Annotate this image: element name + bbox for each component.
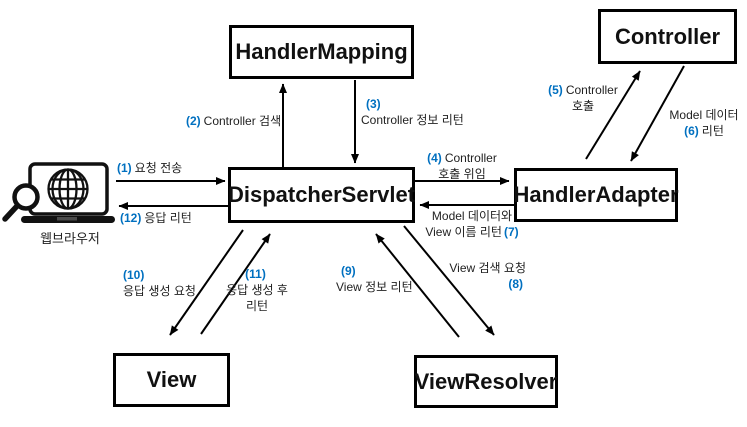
- step-4-text2: 호출 위임: [438, 167, 486, 181]
- arrow-5-controller-call: [585, 70, 641, 160]
- step-8-label: View 검색 요청 (8): [446, 260, 526, 292]
- step-4-number: (4): [427, 151, 442, 165]
- step-1-label: (1)요청 전송: [117, 160, 182, 176]
- handler-mapping-label: HandlerMapping: [235, 39, 408, 64]
- step-9-label: (9) View 정보 리턴: [336, 263, 413, 295]
- step-5-label: (5)Controller 호출: [546, 82, 620, 114]
- view-resolver-box: ViewResolver: [414, 355, 558, 408]
- step-10-number: (10): [123, 268, 145, 282]
- controller-box: Controller: [598, 9, 737, 64]
- step-6-text: Model 데이터: [669, 108, 739, 122]
- globe-icon: [47, 168, 89, 210]
- step-8-number: (8): [508, 277, 523, 291]
- step-11-text2: 리턴: [245, 299, 269, 313]
- step-8-text: View 검색 요청: [449, 261, 526, 275]
- step-4-text: Controller: [444, 151, 497, 165]
- handler-mapping-box: HandlerMapping: [229, 25, 414, 79]
- view-label: View: [146, 367, 197, 392]
- step-1-number: (1): [117, 161, 132, 175]
- step-7-text2: View 이름 리턴: [425, 225, 502, 239]
- step-10-label: (10) 응답 생성 요청: [123, 267, 196, 299]
- arrow-6-model-data-return: [630, 65, 685, 162]
- arrow-8-view-search-request: [403, 225, 495, 336]
- step-9-text: View 정보 리턴: [336, 280, 413, 294]
- magnifier-icon: [2, 183, 40, 222]
- step-11-label: (11) 응답 생성 후 리턴: [222, 266, 292, 314]
- step-2-text: Controller 검색: [203, 114, 282, 128]
- step-11-number: (11): [245, 267, 266, 281]
- browser-label: 웹브라우저: [40, 231, 100, 246]
- step-6-label: Model 데이터 (6)리턴: [664, 107, 744, 139]
- step-3-number: (3): [366, 97, 381, 111]
- step-7-text: Model 데이터와: [431, 209, 513, 223]
- browser-laptop-icon: [2, 162, 115, 223]
- step-12-text: 응답 리턴: [144, 211, 192, 225]
- step-5-number: (5): [548, 83, 563, 97]
- arrow-9-view-info-return: [375, 233, 460, 338]
- step-1-text: 요청 전송: [134, 161, 183, 175]
- step-12-label: (12)응답 리턴: [120, 210, 192, 226]
- view-box: View: [113, 353, 230, 407]
- controller-label: Controller: [614, 23, 721, 49]
- step-6-text2: 리턴: [701, 124, 724, 138]
- step-5-text2: 호출: [571, 99, 595, 113]
- step-12-number: (12): [120, 211, 142, 225]
- arrow-10-render-request: [169, 229, 244, 336]
- step-6-number: (6): [684, 124, 699, 138]
- step-3-text: Controller 정보 리턴: [361, 113, 464, 127]
- view-resolver-label: ViewResolver: [414, 368, 558, 394]
- step-7-label: Model 데이터와 View 이름 리턴(7): [420, 208, 524, 240]
- step-9-number: (9): [341, 264, 356, 278]
- step-3-label: (3) Controller 정보 리턴: [361, 96, 464, 128]
- handler-adapter-label: HandlerAdapter: [513, 182, 679, 207]
- arrow-11-render-return: [200, 233, 271, 335]
- step-4-label: (4)Controller 호출 위임: [424, 150, 500, 182]
- step-2-number: (2): [186, 114, 201, 128]
- step-7-number: (7): [503, 225, 519, 239]
- dispatcher-servlet-box: DispatcherServlet: [228, 167, 415, 223]
- dispatcher-servlet-label: DispatcherServlet: [227, 182, 416, 207]
- handler-adapter-box: HandlerAdapter: [513, 168, 679, 222]
- step-2-label: (2)Controller 검색: [186, 113, 281, 129]
- step-11-text: 응답 생성 후: [226, 283, 288, 297]
- step-10-text: 응답 생성 요청: [123, 284, 196, 298]
- step-5-text: Controller: [565, 83, 618, 97]
